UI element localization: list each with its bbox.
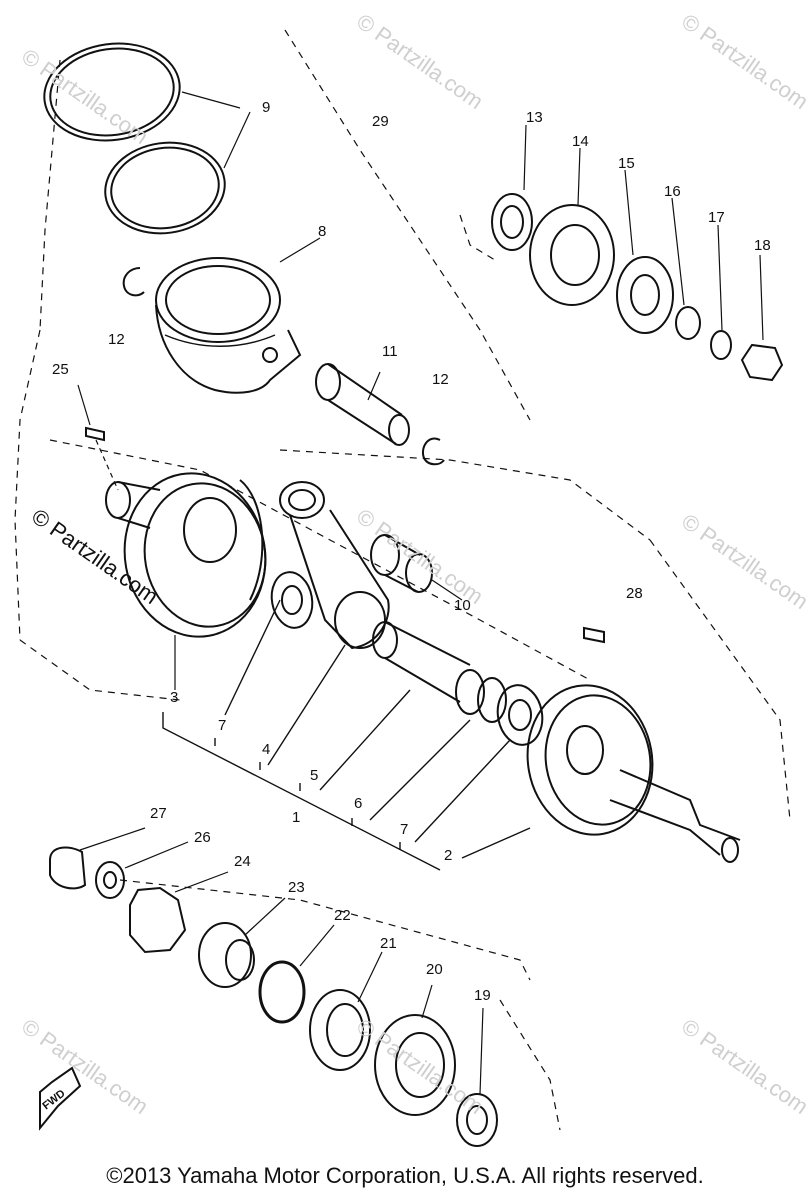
piston-rings bbox=[43, 42, 251, 235]
right-bearing-stack bbox=[491, 124, 784, 382]
callout-7a: 7 bbox=[218, 717, 226, 734]
lower-parts-stack bbox=[49, 827, 498, 1147]
callout-19: 19 bbox=[474, 987, 491, 1004]
callout-25: 25 bbox=[52, 361, 69, 378]
callout-22: 22 bbox=[334, 907, 351, 924]
watermark-7: © Partzilla.com bbox=[352, 1014, 488, 1120]
callout-14: 14 bbox=[572, 133, 589, 150]
fwd-label: FWD bbox=[40, 1087, 67, 1112]
callout-17: 17 bbox=[708, 209, 725, 226]
callout-26: 26 bbox=[194, 829, 211, 846]
callout-21: 21 bbox=[380, 935, 397, 952]
thrust-washers bbox=[270, 571, 544, 746]
watermark-6: © Partzilla.com bbox=[17, 1014, 153, 1120]
callout-11: 11 bbox=[382, 343, 398, 360]
callout-12b: 12 bbox=[432, 371, 449, 388]
watermark-4: © Partzilla.com bbox=[352, 504, 488, 610]
piston-pin bbox=[315, 363, 410, 446]
needle-bearing bbox=[370, 534, 463, 601]
callout-29: 29 bbox=[372, 113, 389, 130]
callout-13: 13 bbox=[526, 109, 543, 126]
watermark-8: © Partzilla.com bbox=[677, 1014, 810, 1120]
connecting-rod bbox=[279, 481, 390, 650]
callout-16: 16 bbox=[664, 183, 681, 200]
copyright-footer: ©2013 Yamaha Motor Corporation, U.S.A. A… bbox=[106, 1163, 704, 1188]
callout-5: 5 bbox=[310, 767, 318, 784]
callout-2: 2 bbox=[444, 847, 452, 864]
callout-4: 4 bbox=[262, 741, 270, 758]
callout-1: 1 bbox=[292, 809, 300, 826]
exploded-view-drawing: © Partzilla.com © Partzilla.com © Partzi… bbox=[14, 9, 810, 1147]
callout-18: 18 bbox=[754, 237, 771, 254]
callout-6: 6 bbox=[354, 795, 362, 812]
callout-numbers: 9 29 8 12 11 12 25 13 14 15 16 17 18 10 … bbox=[52, 99, 771, 1004]
watermark-3: © Partzilla.com bbox=[677, 9, 810, 115]
callout-27: 27 bbox=[150, 805, 167, 822]
callout-8: 8 bbox=[318, 223, 326, 240]
callout-28: 28 bbox=[626, 585, 643, 602]
assembly-bracket bbox=[162, 599, 531, 871]
piston bbox=[155, 237, 321, 394]
callout-15: 15 bbox=[618, 155, 635, 172]
watermark-5: © Partzilla.com bbox=[677, 509, 810, 615]
callout-3: 3 bbox=[170, 689, 178, 706]
watermark-2: © Partzilla.com bbox=[352, 9, 488, 115]
crank-right bbox=[526, 684, 741, 863]
watermarks: © Partzilla.com © Partzilla.com © Partzi… bbox=[17, 9, 810, 1120]
crank-left bbox=[105, 472, 267, 690]
crank-pin bbox=[372, 621, 507, 723]
circlips bbox=[122, 267, 445, 466]
callout-23: 23 bbox=[288, 879, 305, 896]
callout-12a: 12 bbox=[108, 331, 125, 348]
watermark-side: © Partzilla.com bbox=[27, 504, 163, 610]
callout-9: 9 bbox=[262, 99, 270, 116]
callout-20: 20 bbox=[426, 961, 443, 978]
woodruff-key-right bbox=[583, 626, 605, 644]
callout-24: 24 bbox=[234, 853, 251, 870]
dashed-outline-piston-group bbox=[14, 29, 791, 1131]
fwd-arrow bbox=[39, 1066, 82, 1131]
woodruff-key-left bbox=[77, 384, 119, 491]
callout-10: 10 bbox=[454, 597, 471, 614]
callout-7b: 7 bbox=[400, 821, 408, 838]
